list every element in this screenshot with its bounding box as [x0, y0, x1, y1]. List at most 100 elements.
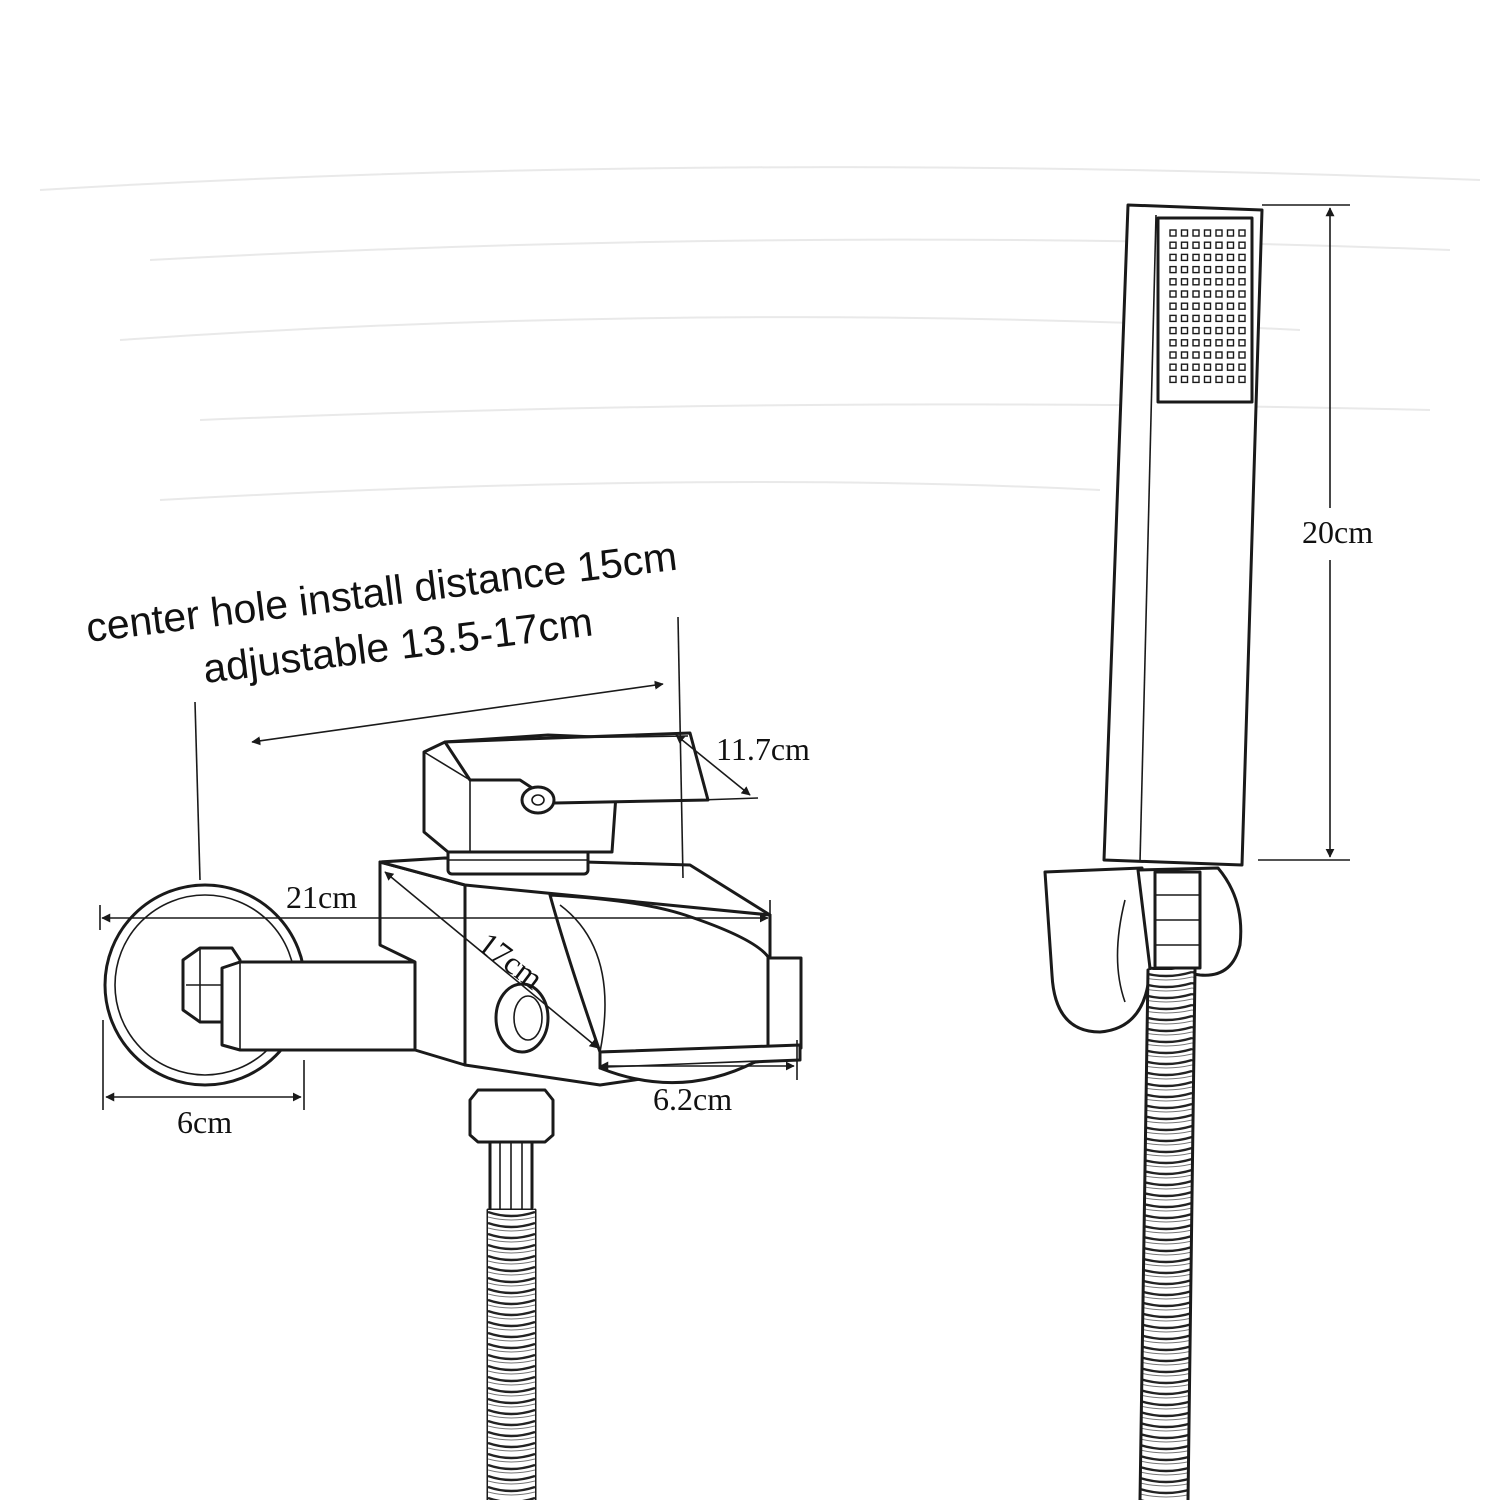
shower-nozzle: [1238, 278, 1246, 286]
shower-nozzle: [1203, 278, 1212, 286]
shower-nozzle: [1192, 339, 1200, 347]
handle-extension-top: [549, 735, 689, 739]
shower-nozzle: [1192, 241, 1200, 249]
shower-nozzle: [1180, 326, 1189, 335]
shower-nozzle: [1215, 363, 1223, 371]
shower-nozzle: [1226, 253, 1235, 262]
shower-nozzle: [1226, 375, 1235, 384]
shower-nozzle: [1203, 290, 1212, 298]
shower-nozzle: [1238, 339, 1246, 347]
spout-width-label: 6.2cm: [653, 1081, 732, 1117]
shower-nozzle: [1192, 314, 1200, 323]
shower-nozzle: [1180, 253, 1189, 262]
mixer-hose: [486, 1208, 537, 1500]
shower-nozzle: [1169, 314, 1177, 323]
shower-nozzle: [1169, 326, 1177, 335]
shower-nozzle: [1169, 253, 1177, 262]
shower-nozzle: [1238, 326, 1246, 335]
shower-nozzle: [1238, 375, 1246, 384]
shower-nozzle: [1226, 278, 1235, 286]
shower-nozzle: [1238, 363, 1246, 371]
shower-nozzle: [1203, 339, 1212, 347]
shower-nozzle: [1215, 314, 1223, 323]
shower-nozzle: [1203, 314, 1212, 323]
shower-nozzle: [1203, 241, 1212, 249]
shower-nozzle: [1169, 278, 1177, 286]
shower-nozzle: [1238, 229, 1246, 237]
shower-nozzle: [1169, 375, 1177, 384]
shower-nozzle: [1215, 229, 1223, 237]
shower-nozzle: [1215, 253, 1223, 262]
shower-nozzle: [1203, 229, 1212, 237]
shower-nozzle: [1203, 253, 1212, 262]
mixer-arm: [220, 960, 417, 1052]
shower-nozzle: [1238, 265, 1246, 274]
center-distance-arrow: [251, 680, 664, 746]
shower-length-label: 20cm: [1302, 514, 1373, 550]
shower-nozzle: [1192, 302, 1200, 310]
shower-nozzle: [1169, 265, 1177, 274]
shower-nozzle: [1169, 339, 1177, 347]
shower-nozzle: [1192, 253, 1200, 262]
shower-nozzle: [1215, 339, 1223, 347]
shower-nozzle: [1203, 265, 1212, 274]
shower-nozzle: [1169, 302, 1177, 310]
dimension-lines: [99, 204, 1350, 1110]
shower-nozzle: [1226, 241, 1235, 249]
shower-nozzle: [1226, 351, 1235, 359]
shower-nozzle: [1215, 326, 1223, 335]
shower-nozzle: [1215, 375, 1223, 384]
shower-nozzle: [1192, 278, 1200, 286]
shower-nozzle: [1169, 363, 1177, 371]
shower-nozzle: [1192, 229, 1200, 237]
shower-nozzle: [1215, 241, 1223, 249]
shower-nozzle: [1226, 265, 1235, 274]
shower-nozzle: [1180, 314, 1189, 323]
shower-nozzle: [1215, 265, 1223, 274]
shower-nozzle: [1192, 375, 1200, 384]
shower-nozzle: [1215, 302, 1223, 310]
shower-nozzle: [1238, 290, 1246, 298]
shower-nozzle: [1192, 351, 1200, 359]
handle-extension-bottom: [699, 797, 759, 801]
outlet-connector: [468, 1088, 555, 1212]
shower-nozzle: [1169, 241, 1177, 249]
shower-nozzle: [1238, 241, 1246, 249]
flange-diameter-label: 6cm: [177, 1104, 232, 1140]
lever-handle: [422, 731, 710, 854]
shower-hose: [1138, 968, 1197, 1500]
shower-nozzle: [1226, 314, 1235, 323]
shower-nozzle: [1226, 363, 1235, 371]
shower-nozzle: [1203, 351, 1212, 359]
shower-nozzle: [1180, 363, 1189, 371]
shower-nozzle: [1192, 326, 1200, 335]
background-sheen: [39, 166, 1481, 501]
shower-nozzle: [1238, 302, 1246, 310]
shower-nozzle: [1238, 253, 1246, 262]
shower-nozzle: [1226, 326, 1235, 335]
shower-nozzle: [1180, 241, 1189, 249]
shower-nozzle-grid: [1169, 229, 1246, 384]
shower-nozzle: [1203, 326, 1212, 335]
hand-shower: [1043, 203, 1264, 1500]
shower-nozzle: [1180, 302, 1189, 310]
shower-nozzle: [1180, 375, 1189, 384]
total-length-label: 21cm: [286, 879, 357, 915]
shower-nozzle: [1226, 290, 1235, 298]
shower-nozzle: [1169, 290, 1177, 298]
shower-nozzle: [1180, 290, 1189, 298]
handle-width-arrow: [675, 734, 751, 796]
shower-nozzle: [1192, 265, 1200, 274]
shower-nozzle: [1203, 375, 1212, 384]
shower-nozzle: [1215, 278, 1223, 286]
shower-nozzle: [1238, 351, 1246, 359]
handle-width-label: 11.7cm: [716, 731, 810, 767]
shower-nozzle: [1180, 278, 1189, 286]
center-leader-left: [194, 701, 201, 881]
wall-holder-bracket: [1043, 866, 1243, 1034]
shower-nozzle: [1180, 229, 1189, 237]
shower-nozzle: [1215, 351, 1223, 359]
shower-nozzle: [1169, 229, 1177, 237]
